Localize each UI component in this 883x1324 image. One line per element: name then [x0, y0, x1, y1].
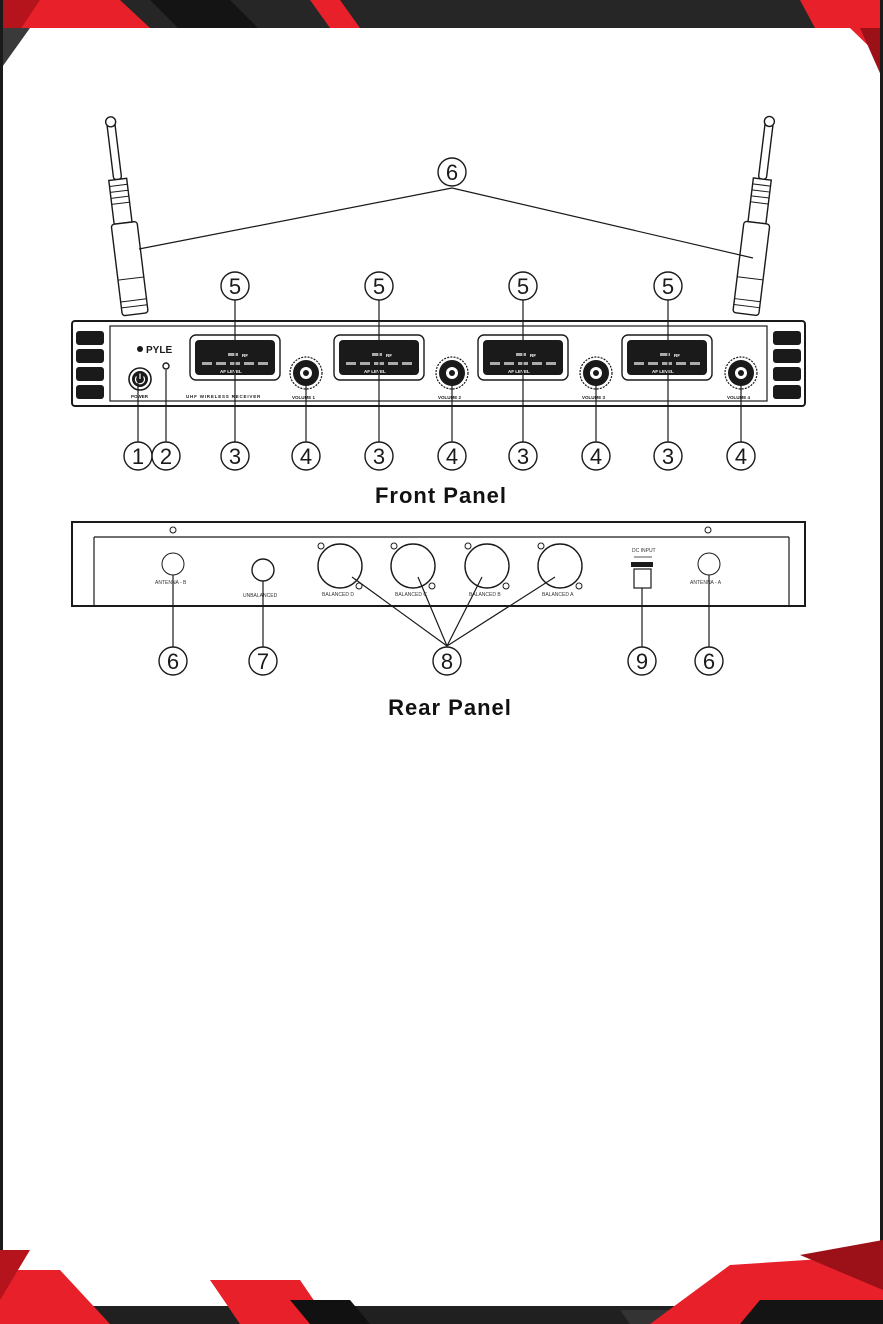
svg-text:6: 6 — [703, 649, 715, 674]
callout-3-c: 3 — [509, 442, 537, 470]
callout-2: 2 — [152, 442, 180, 470]
front-panel: PYLE POWER UHF WIRELESS RECEIVER RF AF LE… — [72, 115, 805, 406]
svg-text:4: 4 — [735, 444, 747, 469]
af-level-label: AF LEVEL — [652, 369, 674, 374]
volume-label-1: VOLUME 1 — [292, 395, 316, 400]
af-level-label: AF LEVEL — [508, 369, 530, 374]
volume-label-3: VOLUME 3 — [582, 395, 606, 400]
unbalanced-jack — [252, 559, 274, 581]
antenna-left — [98, 115, 148, 316]
svg-text:3: 3 — [662, 444, 674, 469]
callout-5-d: 5 — [654, 272, 682, 300]
callout-4-a: 4 — [292, 442, 320, 470]
volume-label-4: VOLUME 4 — [727, 395, 751, 400]
callout-3-d: 3 — [654, 442, 682, 470]
callout-6-rear-right: 6 — [695, 647, 723, 675]
dc-input-label: DC INPUT — [632, 548, 656, 554]
svg-text:1: 1 — [132, 444, 144, 469]
svg-text:3: 3 — [229, 444, 241, 469]
balanced-label-1: BALANCED D — [322, 592, 354, 598]
balanced-label-4: BALANCED A — [542, 592, 574, 598]
callout-1: 1 — [124, 442, 152, 470]
power-led — [163, 363, 169, 369]
antenna-right — [733, 115, 783, 316]
callout-9: 9 — [628, 647, 656, 675]
callout-4-d: 4 — [727, 442, 755, 470]
callout-7: 7 — [249, 647, 277, 675]
callout-3-b: 3 — [365, 442, 393, 470]
svg-text:8: 8 — [441, 649, 453, 674]
svg-text:7: 7 — [257, 649, 269, 674]
callout-3-a: 3 — [221, 442, 249, 470]
svg-text:6: 6 — [446, 160, 458, 185]
antenna-b-label: ANTENNA - B — [155, 580, 187, 586]
callout-5-b: 5 — [365, 272, 393, 300]
svg-text:3: 3 — [373, 444, 385, 469]
callout-4-c: 4 — [582, 442, 610, 470]
svg-text:2: 2 — [160, 444, 172, 469]
svg-text:4: 4 — [590, 444, 602, 469]
power-label: POWER — [131, 394, 149, 399]
rf-label: RF — [242, 353, 248, 358]
front-panel-title: Front Panel — [375, 483, 507, 508]
brand-logo-mark — [137, 346, 143, 352]
callout-8: 8 — [433, 647, 461, 675]
antenna-b-connector — [162, 553, 184, 575]
af-level-label: AF LEVEL — [220, 369, 242, 374]
antenna-a-connector — [698, 553, 720, 575]
callout-4-b: 4 — [438, 442, 466, 470]
svg-text:5: 5 — [373, 274, 385, 299]
callout-6-rear-left: 6 — [159, 647, 187, 675]
balanced-label-2: BALANCED C — [395, 592, 427, 598]
svg-text:9: 9 — [636, 649, 648, 674]
power-button[interactable] — [129, 368, 151, 390]
af-level-label: AF LEVEL — [364, 369, 386, 374]
svg-text:6: 6 — [167, 649, 179, 674]
brand-logo: PYLE — [146, 345, 172, 356]
svg-text:4: 4 — [300, 444, 312, 469]
unbalanced-label: UNBALANCED — [243, 593, 278, 599]
volume-label-2: VOLUME 2 — [438, 395, 462, 400]
rear-panel: ANTENNA - B UNBALANCED BALANCED D BALANCE… — [72, 522, 805, 606]
rear-panel-title: Rear Panel — [388, 695, 512, 720]
display-window-4: RF AF LEVEL — [622, 335, 712, 380]
svg-text:5: 5 — [517, 274, 529, 299]
svg-text:5: 5 — [662, 274, 674, 299]
receiver-label: UHF WIRELESS RECEIVER — [186, 394, 261, 399]
svg-text:3: 3 — [517, 444, 529, 469]
antenna-a-label: ANTENNA - A — [690, 580, 722, 586]
svg-text:4: 4 — [446, 444, 458, 469]
svg-text:5: 5 — [229, 274, 241, 299]
callout-5-a: 5 — [221, 272, 249, 300]
callout-6-top: 6 — [438, 158, 466, 186]
rf-label: RF — [674, 353, 680, 358]
rf-label: RF — [386, 353, 392, 358]
rf-label: RF — [530, 353, 536, 358]
callout-5-c: 5 — [509, 272, 537, 300]
